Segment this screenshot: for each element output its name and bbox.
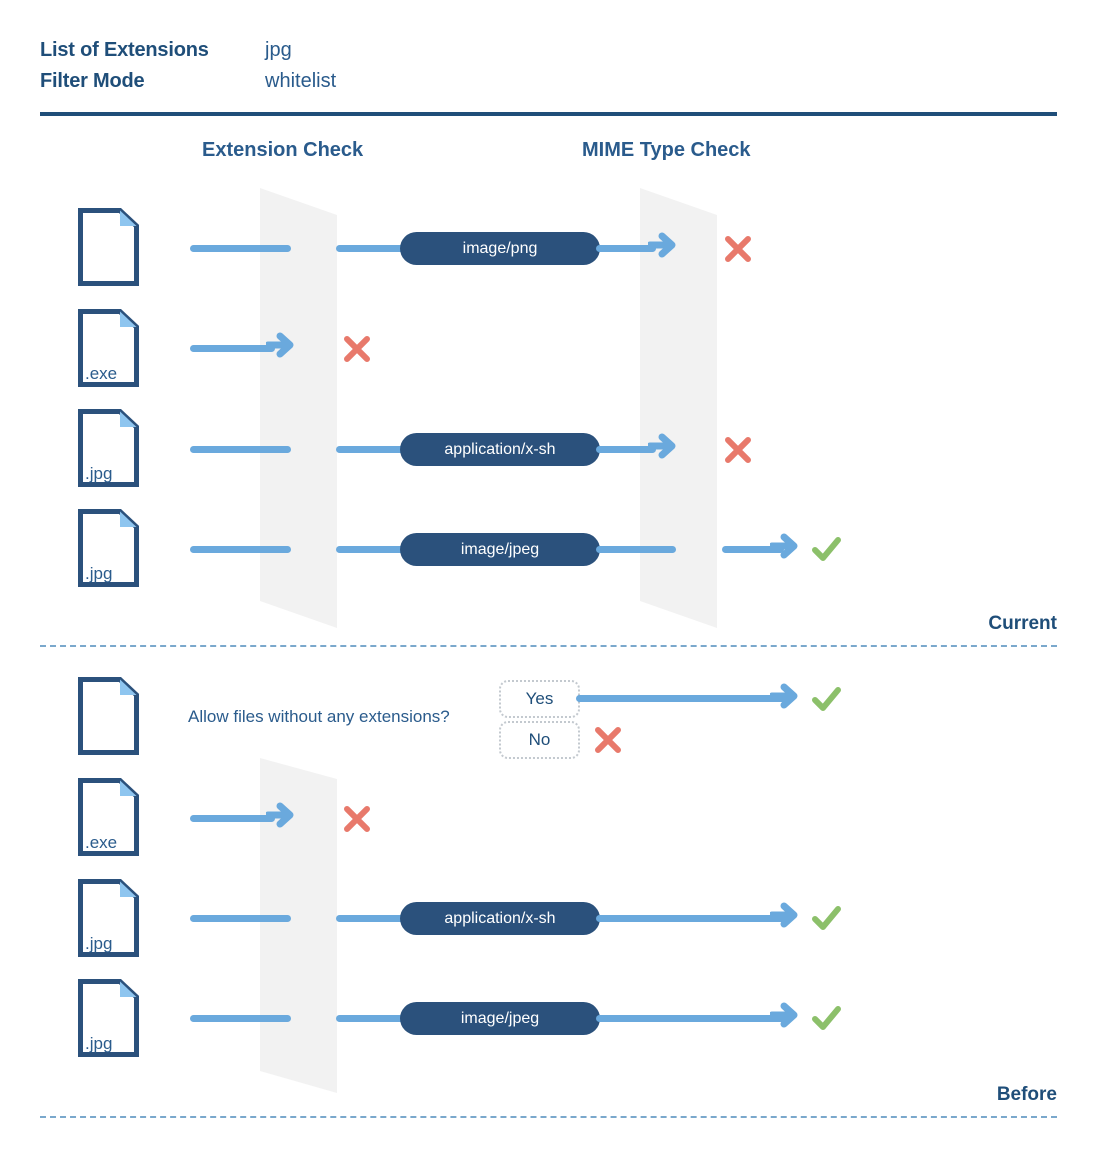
- filter-wall-extension-before: [253, 758, 343, 1093]
- file-extension-label: .exe: [85, 364, 118, 383]
- arrow-right-icon: [770, 1002, 798, 1028]
- connector-line: [596, 245, 656, 252]
- connector-line: [336, 446, 406, 453]
- column-header-extension-check: Extension Check: [202, 139, 364, 161]
- mime-type-pill: image/jpeg: [400, 533, 600, 566]
- filter-wall-extension-current: [253, 188, 343, 628]
- status-check-icon: [810, 902, 842, 934]
- column-header-mime-type-check: MIME Type Check: [582, 139, 751, 161]
- arrow-right-icon: [266, 802, 294, 828]
- status-cross-icon: [722, 233, 754, 265]
- connector-line: [722, 546, 784, 553]
- arrow-right-icon: [770, 533, 798, 559]
- connector-line: [596, 446, 656, 453]
- file-icon: .jpg: [78, 879, 139, 957]
- connector-line: [190, 1015, 291, 1022]
- file-icon: .exe: [78, 309, 139, 387]
- filter-wall-mime-current: [633, 188, 723, 628]
- connector-line: [336, 245, 406, 252]
- option-no[interactable]: No: [499, 721, 580, 759]
- mime-type-pill: application/x-sh: [400, 902, 600, 935]
- status-check-icon: [810, 533, 842, 565]
- status-cross-icon: [592, 724, 624, 756]
- file-icon: .jpg: [78, 979, 139, 1057]
- header-label-filter-mode: Filter Mode: [40, 70, 145, 92]
- section-label-before: Before: [996, 1084, 1057, 1105]
- status-cross-icon: [341, 803, 373, 835]
- mime-type-pill: image/png: [400, 232, 600, 265]
- file-extension-label: .jpg: [85, 464, 113, 483]
- file-icon: [78, 208, 139, 286]
- mime-type-pill: application/x-sh: [400, 433, 600, 466]
- file-icon: .exe: [78, 778, 139, 856]
- header-label-extensions: List of Extensions: [40, 39, 209, 61]
- connector-line: [190, 446, 291, 453]
- file-extension-label: .jpg: [85, 564, 113, 583]
- section-divider-before: [40, 1116, 1057, 1118]
- connector-line: [190, 245, 291, 252]
- file-icon: [78, 677, 139, 755]
- arrow-right-icon: [266, 332, 294, 358]
- allow-no-extension-question: Allow files without any extensions?: [188, 707, 450, 726]
- arrow-right-icon: [648, 433, 676, 459]
- header-value-filter-mode: whitelist: [265, 70, 337, 92]
- header-divider: [40, 112, 1057, 116]
- connector-line: [596, 546, 676, 553]
- connector-line: [596, 1015, 786, 1022]
- header-value-extensions: jpg: [265, 39, 292, 61]
- connector-line: [336, 1015, 406, 1022]
- status-cross-icon: [722, 434, 754, 466]
- mime-type-pill: image/jpeg: [400, 1002, 600, 1035]
- section-divider-current: [40, 645, 1057, 647]
- file-extension-label: .jpg: [85, 934, 113, 953]
- file-icon: .jpg: [78, 409, 139, 487]
- arrow-right-icon: [648, 232, 676, 258]
- option-yes[interactable]: Yes: [499, 680, 580, 718]
- connector-line: [336, 915, 406, 922]
- arrow-right-icon: [770, 683, 798, 709]
- connector-line: [190, 915, 291, 922]
- arrow-right-icon: [770, 902, 798, 928]
- status-check-icon: [810, 683, 842, 715]
- connector-line: [190, 345, 275, 352]
- connector-line: [336, 546, 406, 553]
- connector-line: [190, 546, 291, 553]
- section-label-current: Current: [988, 613, 1057, 634]
- status-cross-icon: [341, 333, 373, 365]
- connector-line: [596, 915, 786, 922]
- file-extension-label: .jpg: [85, 1034, 113, 1053]
- connector-line: [190, 815, 275, 822]
- file-icon: .jpg: [78, 509, 139, 587]
- file-extension-label: .exe: [85, 833, 118, 852]
- connector-line: [576, 695, 786, 702]
- status-check-icon: [810, 1002, 842, 1034]
